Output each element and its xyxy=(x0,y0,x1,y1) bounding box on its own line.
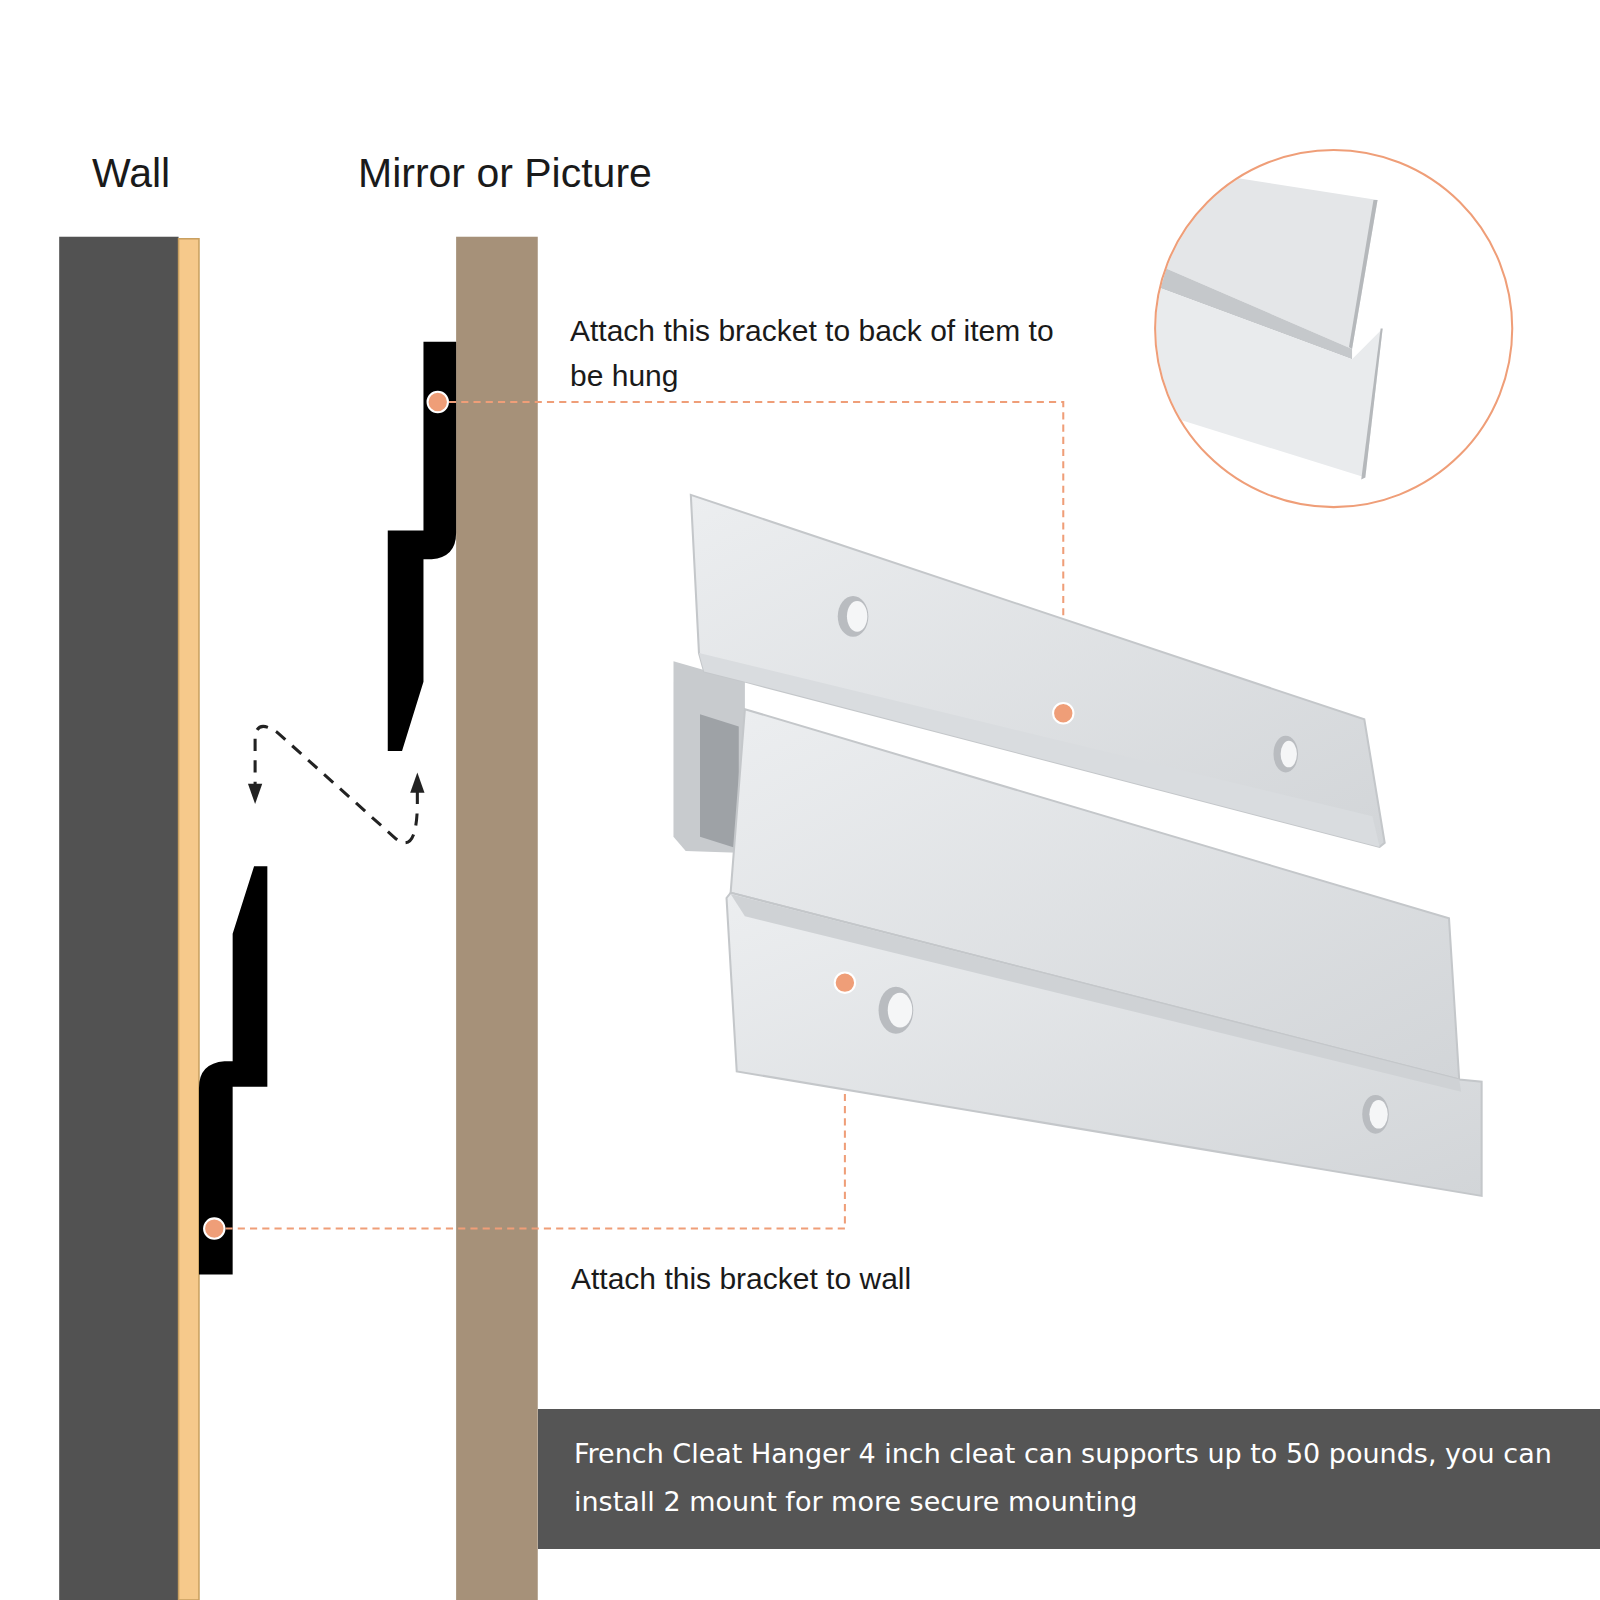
mirror-board xyxy=(456,237,538,1600)
arrow-head xyxy=(410,772,424,792)
inset-ring xyxy=(1155,150,1512,507)
wall-strip xyxy=(179,239,199,1600)
wall-label: Wall xyxy=(92,148,292,198)
bracket-photo xyxy=(673,495,1481,1196)
callout-dot xyxy=(428,392,448,412)
callout-dot xyxy=(1053,703,1073,723)
callout-text: Attach this bracket to wall xyxy=(571,1256,1071,1301)
info-band: French Cleat Hanger 4 inch cleat can sup… xyxy=(538,1409,1600,1549)
mirror-label: Mirror or Picture xyxy=(358,148,758,198)
callout-dot xyxy=(835,972,855,992)
callout-text: Attach this bracket to back of item to b… xyxy=(570,308,1055,398)
wall-cleat xyxy=(199,866,267,1274)
arrow-head xyxy=(248,784,262,804)
band-text: French Cleat Hanger 4 inch cleat can sup… xyxy=(574,1430,1564,1526)
wall xyxy=(59,237,178,1600)
callout-dot xyxy=(204,1218,224,1238)
mirror-cleat xyxy=(388,342,456,751)
profile-inset xyxy=(1143,163,1383,479)
motion-path xyxy=(255,726,417,842)
